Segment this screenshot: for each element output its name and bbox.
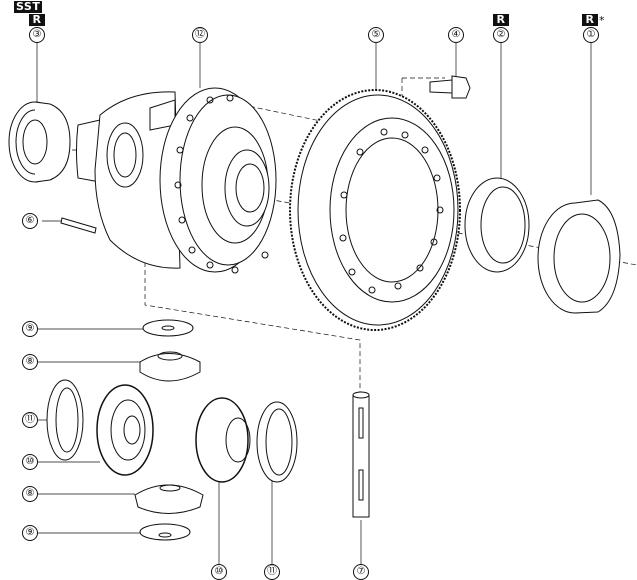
callout-7: ⑦ [353,564,369,580]
thrust-washer-right [256,401,298,483]
leader-lines [36,40,592,565]
ring-gear-bolt-holes [339,128,444,294]
callout-9-bottom: ⑨ [22,525,38,541]
callout-10-left: ⑩ [22,454,38,470]
side-gear-right [195,397,251,483]
bearing-outer-race [537,199,621,314]
r-badge-outer-race: R [582,14,598,26]
r-badge-bearing: R [29,14,45,26]
callout-1: ① [583,27,599,43]
callout-12: ⑫ [192,27,208,43]
callout-11-left: ⑪ [22,412,38,428]
differential-case [76,87,277,274]
callout-2: ② [493,27,509,43]
callout-4: ④ [448,27,464,43]
ring-gear [289,89,461,331]
callout-10-bottom: ⑩ [211,564,227,580]
shim [464,177,530,273]
asterisk-mark: * [599,14,605,27]
thrust-washer-left [46,379,84,461]
side-bearing-left [8,101,71,183]
pinion-gear-bottom [134,484,204,514]
callout-8-bottom: ⑧ [22,486,38,502]
thrust-washer-top [142,319,194,337]
case-bolt-holes [174,94,269,274]
callout-5: ⑤ [368,27,384,43]
callout-9-top: ⑨ [22,321,38,337]
thrust-washer-bottom [139,523,191,541]
callout-8-top: ⑧ [22,354,38,370]
callout-6: ⑥ [22,213,38,229]
pinion-shaft [352,391,370,518]
callout-11-bottom: ⑪ [264,564,280,580]
r-badge-shim: R [493,14,509,26]
side-gear-left [96,384,154,476]
sst-badge: SST [14,0,43,13]
lock-pin [60,217,97,234]
pinion-gear-top [139,351,201,382]
ring-gear-bolt [429,75,471,99]
callout-3: ③ [29,27,45,43]
